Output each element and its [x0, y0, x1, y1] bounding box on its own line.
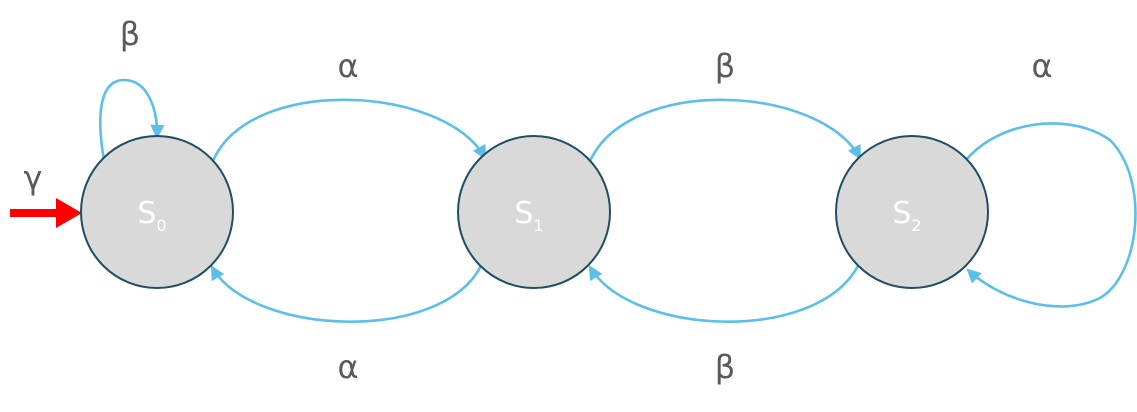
edge-s0-self-loop [99, 78, 165, 161]
state-s1-label: S1 [514, 196, 543, 235]
edge-s2-to-s1 [588, 265, 860, 323]
state-s2[interactable]: S2 [835, 135, 989, 289]
start-arrow [10, 198, 82, 228]
s0-to-s1-label: α [337, 47, 358, 85]
edge-s1-to-s0 [210, 265, 483, 323]
edge-s2-self-loop [965, 122, 1137, 308]
state-s1[interactable]: S1 [457, 135, 611, 289]
edge-s1-to-s2 [588, 98, 862, 162]
edge-s0-to-s1 [211, 98, 487, 162]
start-label: γ [24, 159, 43, 197]
self-loop-s2-label: α [1031, 47, 1052, 85]
state-s2-label: S2 [892, 196, 921, 235]
s1-to-s2-label: β [715, 47, 735, 85]
self-loop-s0-label: β [120, 15, 140, 53]
state-s0-label: S0 [137, 196, 166, 235]
state-s0[interactable]: S0 [80, 135, 234, 289]
s1-to-s0-label: α [337, 348, 358, 386]
s2-to-s1-label: β [715, 348, 735, 386]
